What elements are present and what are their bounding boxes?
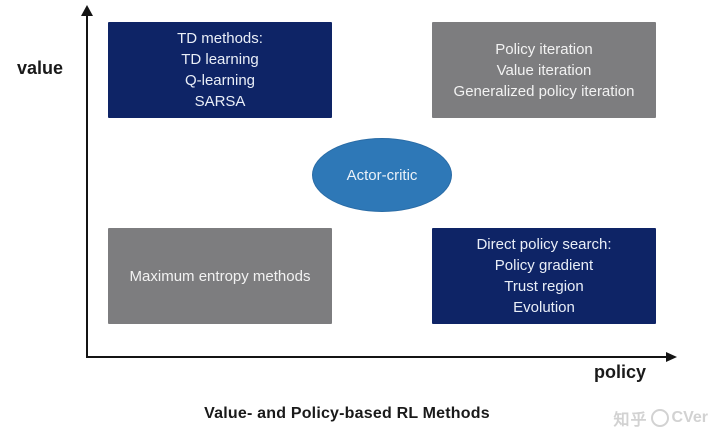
box-line: Evolution — [513, 299, 575, 316]
box-maximum-entropy: Maximum entropy methods — [108, 228, 332, 324]
box-direct-policy-search: Direct policy search: Policy gradient Tr… — [432, 228, 656, 324]
y-axis-line — [86, 14, 88, 358]
box-line: Policy gradient — [494, 257, 594, 274]
zhihu-logo-text: 知乎 — [613, 412, 648, 429]
y-axis-label: value — [17, 58, 64, 78]
watermark-handle: CVer — [671, 409, 708, 426]
zhihu-watermark: 知乎 CVer — [614, 406, 708, 430]
box-line: SARSA — [194, 93, 246, 110]
y-axis-arrow-icon — [81, 5, 93, 16]
x-axis-line — [86, 356, 668, 358]
box-line: Q-learning — [184, 72, 256, 89]
x-axis-arrow-icon — [666, 352, 677, 362]
figure-caption: Value- and Policy-based RL Methods — [204, 405, 490, 422]
box-line: Value iteration — [496, 61, 592, 79]
box-line: Trust region — [504, 278, 584, 295]
box-line: Direct policy search: — [476, 236, 612, 253]
zhihu-mascot-icon — [650, 409, 669, 427]
x-axis-label: policy — [594, 362, 647, 382]
box-line: Maximum entropy methods — [129, 267, 311, 285]
box-line: TD methods: — [177, 30, 263, 47]
box-td-methods: TD methods: TD learning Q-learning SARSA — [108, 22, 332, 118]
box-line: Generalized policy iteration — [453, 82, 635, 100]
ellipse-actor-critic: Actor-critic — [312, 138, 452, 212]
box-line: TD learning — [181, 51, 259, 68]
ellipse-label: Actor-critic — [346, 166, 418, 184]
box-line: Policy iteration — [495, 40, 593, 58]
box-policy-iteration: Policy iteration Value iteration General… — [432, 22, 656, 118]
